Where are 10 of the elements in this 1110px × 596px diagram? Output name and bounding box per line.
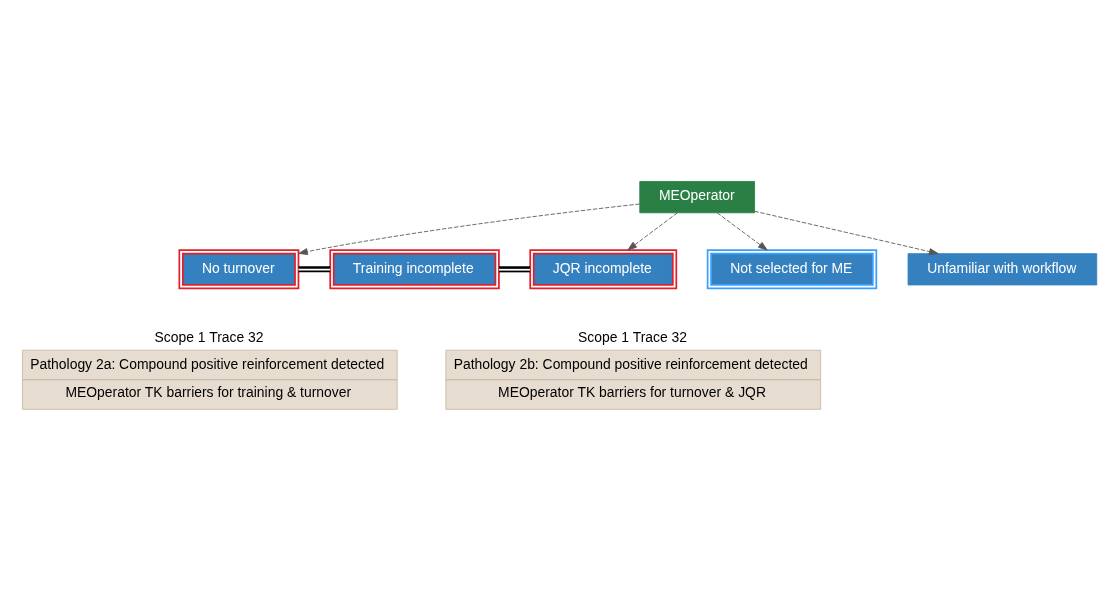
- node-box: MEOperator: [639, 181, 755, 214]
- node-box: Unfamiliar with workflow: [907, 253, 1098, 286]
- node-label: Scope 1 Trace 32: [154, 329, 264, 346]
- arrow: [627, 212, 678, 251]
- arrow: [298, 203, 640, 256]
- connector: [498, 266, 530, 273]
- arrow: [716, 212, 768, 251]
- connector: [298, 266, 331, 273]
- arrow: [754, 210, 939, 256]
- node-label: Scope 1 Trace 32: [578, 329, 688, 346]
